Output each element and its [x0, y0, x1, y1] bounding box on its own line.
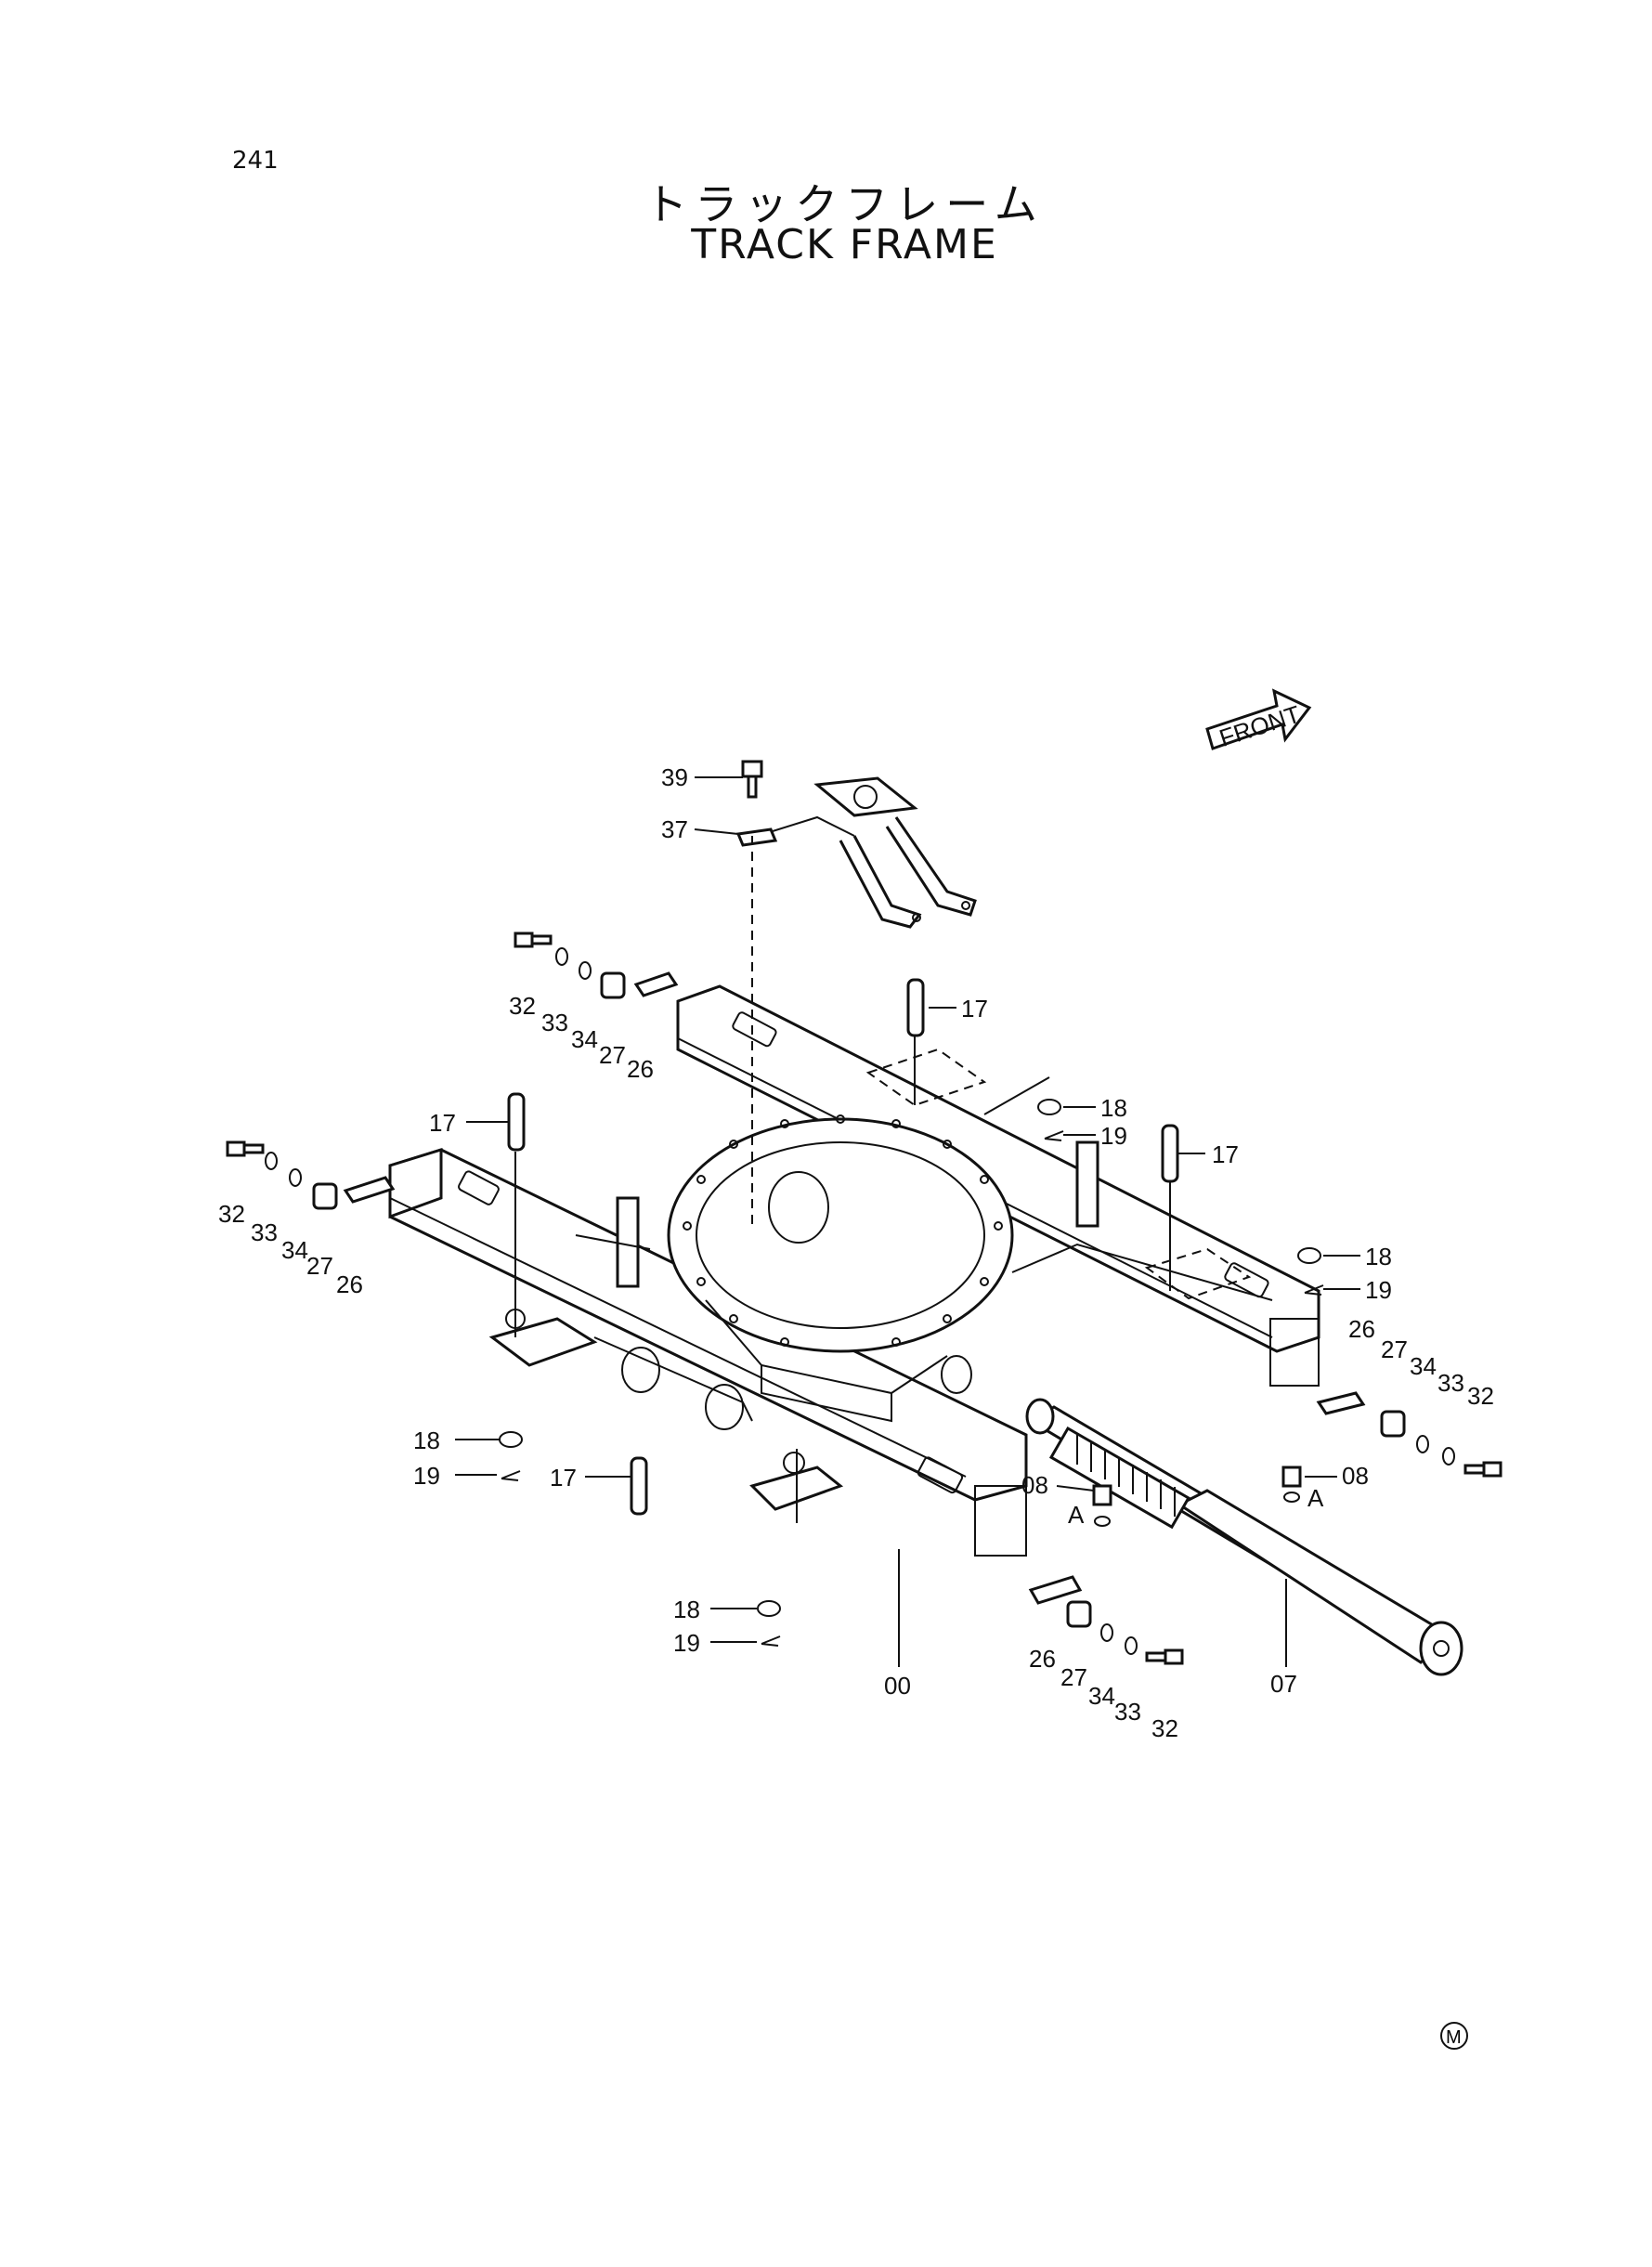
- page-number: 241: [232, 147, 279, 175]
- fastener-set-bottom: [1028, 1575, 1184, 1665]
- callout-37: 37: [661, 815, 688, 843]
- callout-33: 33: [541, 1009, 568, 1036]
- callout-18: 18: [1100, 1094, 1127, 1122]
- callout-A: A: [1068, 1501, 1085, 1529]
- washer-icon: [499, 1099, 1321, 1617]
- callout-18: 18: [1365, 1243, 1392, 1270]
- callout-26: 26: [627, 1055, 654, 1083]
- fastener-set-upper-left: [514, 932, 679, 999]
- callout-19: 19: [413, 1462, 440, 1490]
- callout-17: 17: [550, 1464, 577, 1492]
- bracket-part: [735, 776, 977, 929]
- callout-32: 32: [1467, 1382, 1494, 1410]
- callout-32: 32: [218, 1200, 245, 1228]
- track-adjuster-cylinder: [1025, 1398, 1463, 1676]
- plug-icon: [1092, 1466, 1302, 1527]
- callout-18: 18: [413, 1427, 440, 1454]
- callout-17: 17: [1212, 1140, 1239, 1168]
- title-japanese: トラックフレーム: [644, 179, 1045, 229]
- fastener-set-right: [1316, 1391, 1502, 1478]
- callout-33: 33: [1437, 1369, 1464, 1397]
- front-label: FRONT: [1216, 700, 1304, 752]
- callout-32: 32: [1151, 1714, 1178, 1742]
- fastener-set-left: [226, 1140, 396, 1210]
- callout-08: 08: [1342, 1462, 1369, 1490]
- callout-19: 19: [1365, 1276, 1392, 1304]
- cotter-pin-icon: [501, 1130, 1324, 1647]
- bolt-icon: [741, 760, 763, 799]
- callout-39: 39: [661, 763, 688, 791]
- callout-34: 34: [1088, 1682, 1115, 1710]
- circled-m-mark: M: [1440, 2022, 1468, 2050]
- callout-33: 33: [251, 1218, 278, 1246]
- callout-34: 34: [571, 1025, 598, 1053]
- callout-26: 26: [1348, 1315, 1375, 1343]
- callout-27: 27: [306, 1252, 333, 1280]
- callout-26: 26: [336, 1270, 363, 1298]
- callout-19: 19: [1100, 1122, 1127, 1150]
- callout-33: 33: [1114, 1698, 1141, 1726]
- callout-27: 27: [1381, 1335, 1408, 1363]
- title-english: TRACK FRAME: [691, 221, 998, 268]
- front-arrow-icon: FRONT: [1205, 688, 1312, 752]
- callout-08: 08: [1021, 1471, 1048, 1499]
- callout-27: 27: [1060, 1663, 1087, 1691]
- callout-A: A: [1307, 1484, 1324, 1512]
- callout-32: 32: [509, 992, 536, 1020]
- callout-34: 34: [281, 1236, 308, 1264]
- callout-19: 19: [673, 1629, 700, 1657]
- callout-17: 17: [429, 1109, 456, 1137]
- callout-07: 07: [1270, 1670, 1297, 1698]
- callout-labels: 39 37 17 32 33 34 27 26 32 33 34 27 26 1…: [218, 763, 1494, 1742]
- callout-34: 34: [1410, 1352, 1437, 1380]
- callout-leaders: [455, 776, 1360, 1667]
- mark-label: M: [1446, 2027, 1462, 2048]
- track-frame-body: [388, 984, 1320, 1557]
- callout-26: 26: [1029, 1645, 1056, 1673]
- callout-27: 27: [599, 1041, 626, 1069]
- callout-17: 17: [961, 995, 988, 1023]
- callout-18: 18: [673, 1596, 700, 1623]
- callout-00: 00: [884, 1672, 911, 1700]
